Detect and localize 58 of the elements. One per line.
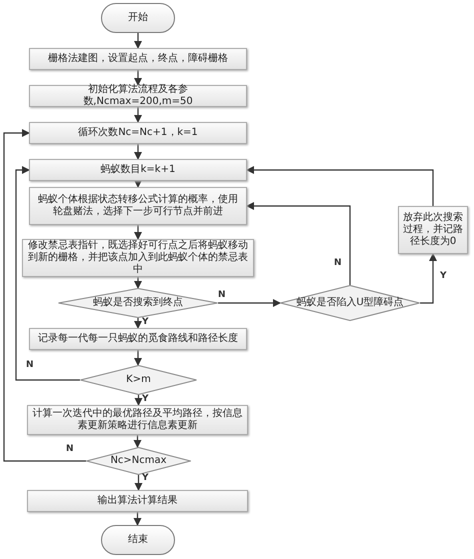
process-box [29, 159, 247, 181]
process-box [27, 490, 248, 512]
node-text: 蚂蚁数目k=k+1 [100, 164, 176, 176]
arrow [134, 33, 142, 49]
process-box [29, 48, 247, 70]
process-box [398, 206, 468, 254]
node-text: 输出算法计算结果 [98, 495, 178, 507]
arrow [134, 107, 142, 123]
edge-label: N [334, 259, 342, 268]
arrow [134, 318, 142, 329]
process-box [29, 187, 247, 225]
edge-label: N [218, 291, 226, 300]
node-text: 循环次数Nc=Nc+1，k=1 [78, 127, 198, 139]
arrow [134, 350, 142, 366]
process-box [27, 405, 248, 435]
arrow [134, 395, 142, 406]
node-text: 记录每一代每一只蚂蚁的觅食路线和路径长度 [38, 333, 238, 345]
arrow [134, 475, 142, 491]
arrow [246, 202, 351, 285]
arrow [3, 129, 86, 462]
decision-diamond [86, 447, 191, 475]
node-text: 初始化算法流程及各参数,Ncmax=200,m=50 [82, 84, 194, 108]
node-text: 蚂蚁是否搜索到终点 [93, 297, 183, 309]
arrow [134, 180, 142, 188]
node-text: 蚂蚁个体根据状态转移公式计算的概率，使用轮盘赌法，选择下一步可行节点并前进 [37, 194, 239, 218]
decision-diamond [280, 285, 420, 321]
arrow [246, 166, 434, 206]
edge-label: Y [142, 395, 149, 404]
edge-label: Y [142, 474, 149, 483]
edge-label: N [66, 445, 74, 454]
node-text: 修改禁忌表指针，既选择好可行点之后将蚂蚁移动到新的栅格，并把该点加入到此蚂蚁个体的禁忌表中 [27, 240, 249, 276]
node-text: K>m [126, 374, 151, 386]
process-box [29, 328, 247, 350]
node-text: 开始 [128, 12, 148, 24]
node-text: 蚂蚁是否陷入U型障碍点 [296, 297, 404, 309]
arrow [134, 277, 142, 289]
arrow [134, 144, 142, 160]
arrow [218, 299, 281, 307]
decision-diamond [80, 365, 197, 395]
arrow [134, 225, 142, 240]
edge-label: Y [142, 318, 149, 327]
node-text: 栅格法建图，设置起点，终点，障碍栅格 [48, 53, 228, 65]
arrow [134, 512, 142, 526]
terminal-node [101, 525, 175, 555]
edge-label: N [26, 361, 34, 370]
process-box [29, 85, 247, 107]
node-text: Nc>Ncmax [110, 455, 167, 467]
arrow [420, 253, 437, 304]
node-text: 结束 [128, 534, 148, 546]
edge-label: Y [440, 272, 447, 281]
arrow [134, 435, 142, 448]
node-text: 放弃此次搜索过程，并记路径长度为0 [403, 212, 463, 248]
node-text: 计算一次迭代中的最优路径及平均路径，按信息素更新策略进行信息素更新 [32, 408, 243, 432]
process-box [29, 122, 247, 144]
terminal-node [101, 3, 175, 33]
arrow [15, 166, 80, 381]
decision-diamond [58, 288, 218, 318]
arrow [134, 70, 142, 86]
